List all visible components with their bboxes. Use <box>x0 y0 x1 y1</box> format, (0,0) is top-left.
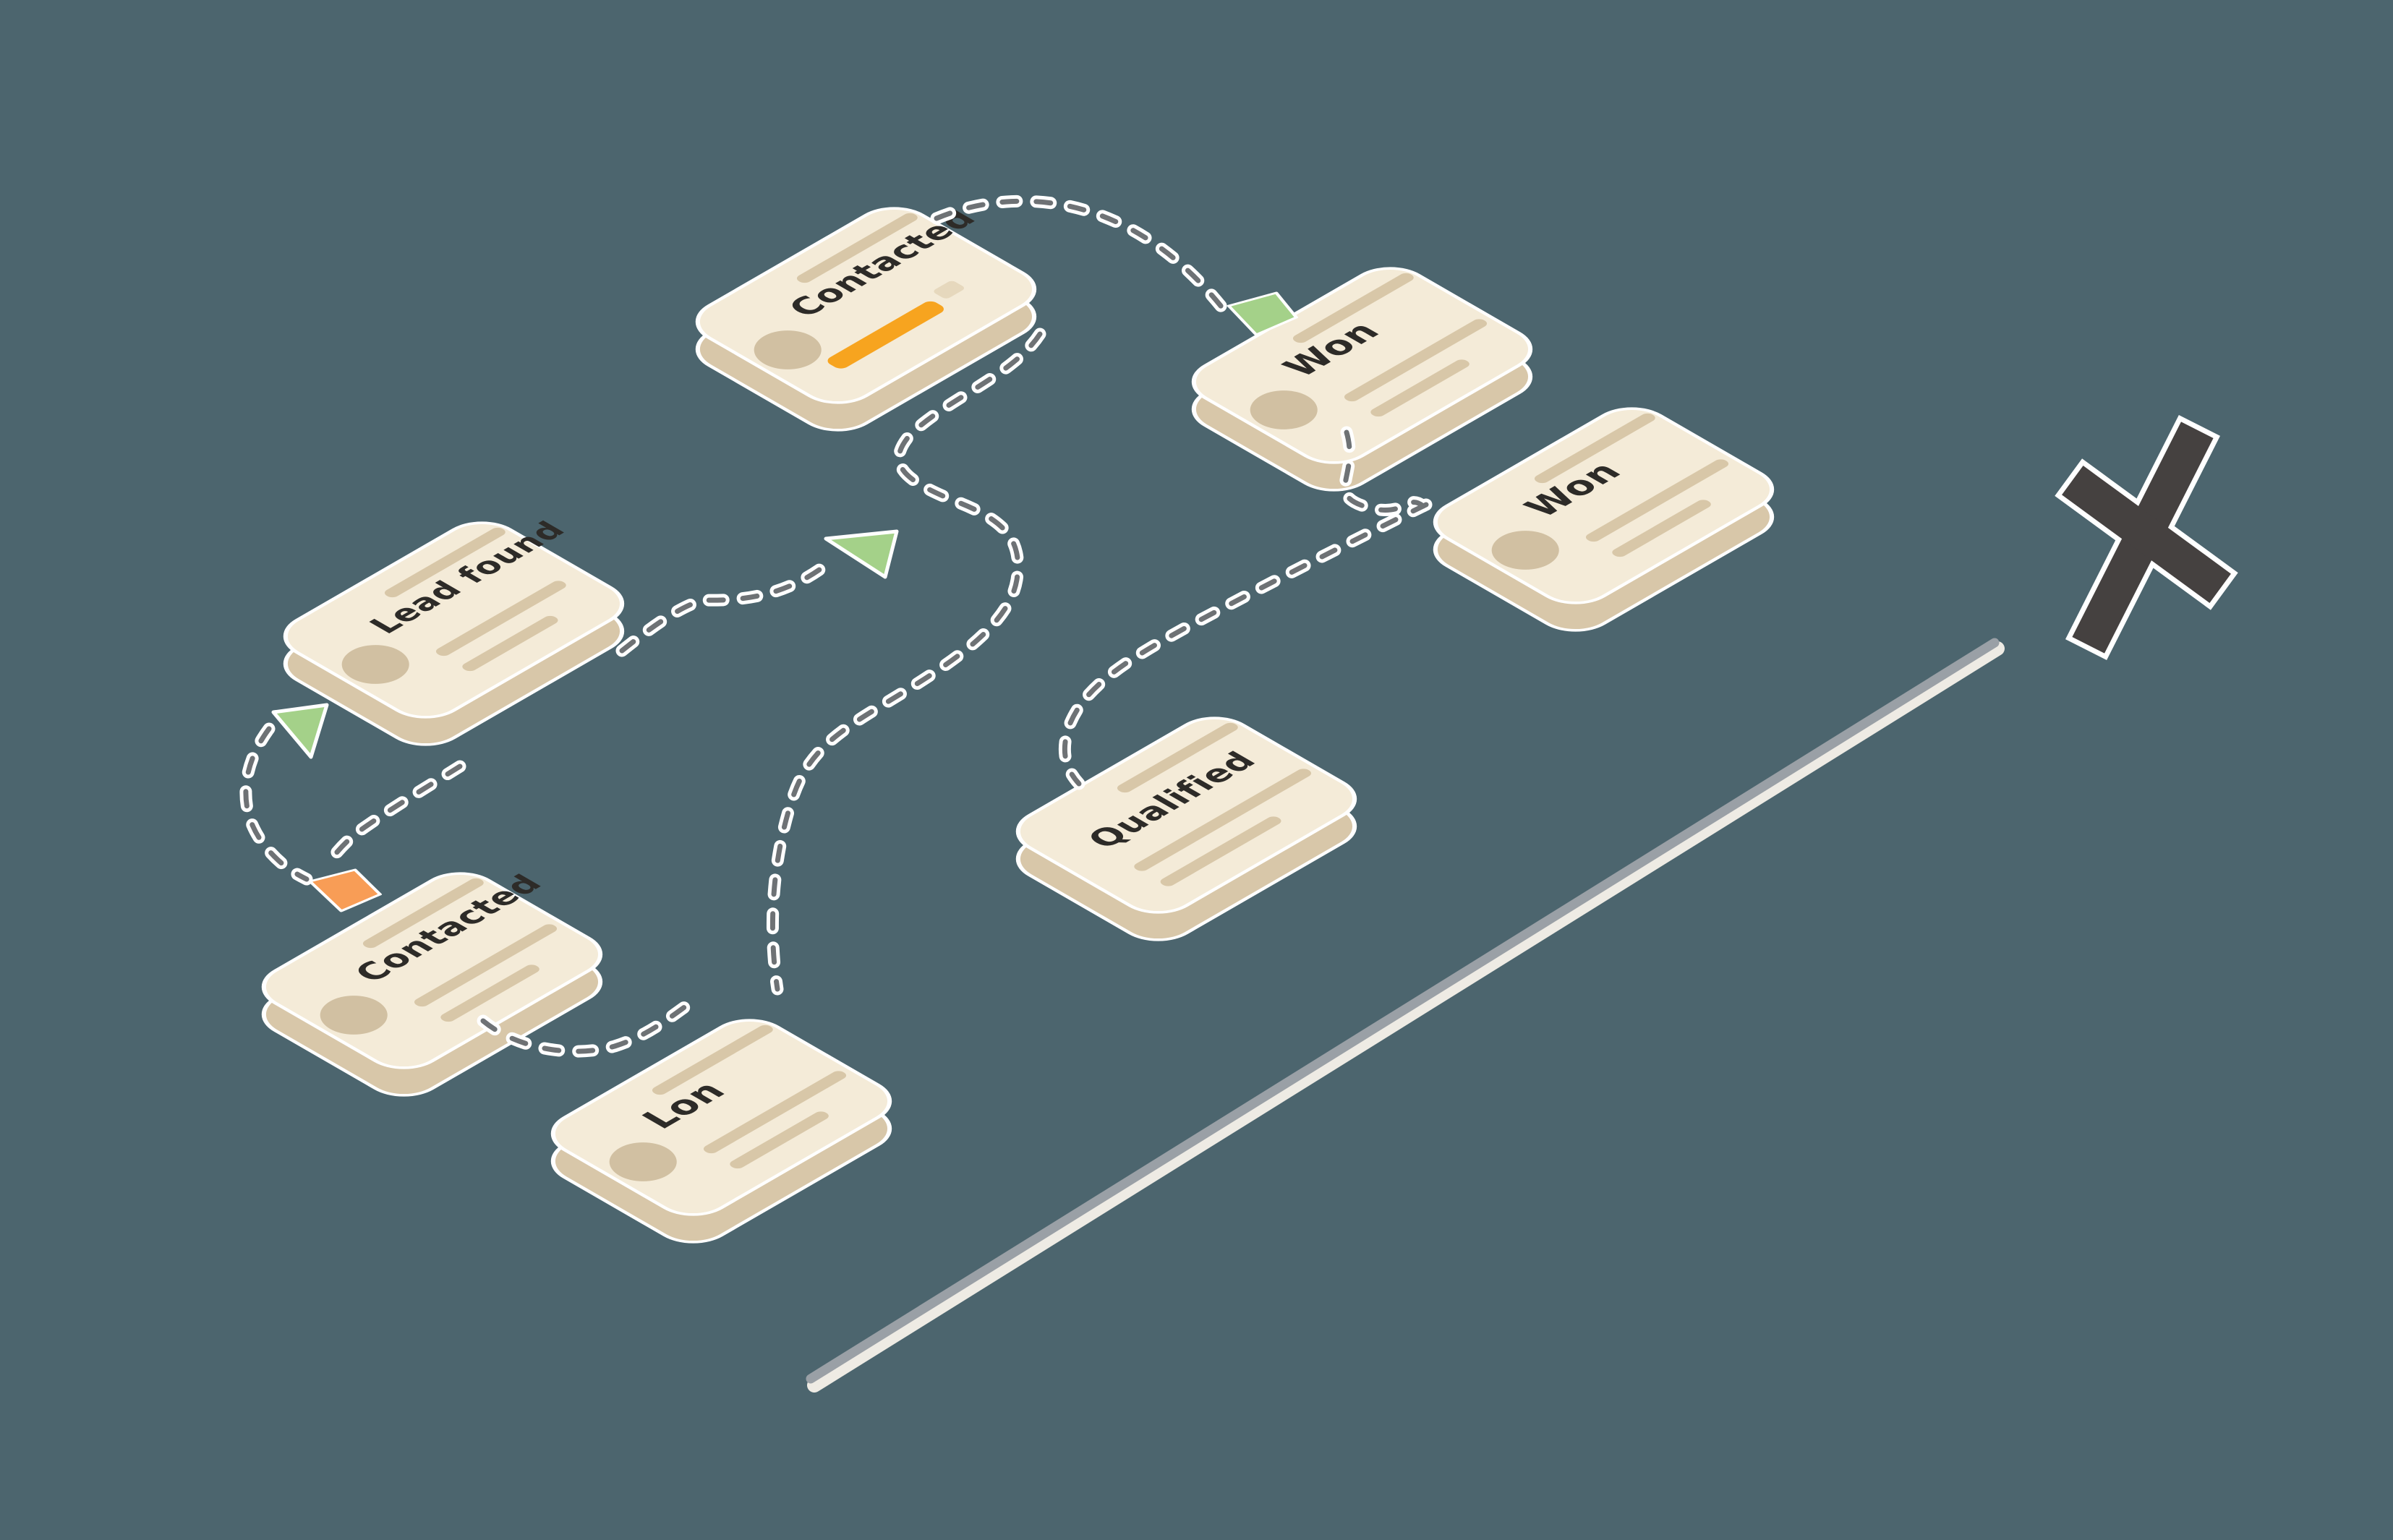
card-won-upper: Won <box>1191 267 1533 492</box>
card-line <box>1370 359 1470 417</box>
card-lost: Lon <box>550 1019 892 1244</box>
card-line <box>1117 722 1238 793</box>
flow-path-leadfound-to-contacted <box>243 726 310 882</box>
progress-bar-stub <box>934 281 964 299</box>
card-line <box>462 615 558 672</box>
card-line <box>1292 273 1414 343</box>
green-flag-icon <box>1227 291 1298 336</box>
timeline-axis-core <box>806 638 2000 1384</box>
flow-arrow-icon <box>824 529 899 579</box>
card-lead-found: Lead found <box>283 516 625 746</box>
orange-flag-icon <box>308 868 383 912</box>
card-contacted-top: Contacted <box>695 204 1037 432</box>
avatar-circle-icon <box>341 645 409 684</box>
card-line <box>1134 769 1312 871</box>
card-line <box>1344 319 1488 402</box>
flow-arrow-icon <box>271 703 329 759</box>
flow-path-contacted-to-won <box>934 198 1227 312</box>
flow-path-contacted-to-lost <box>480 996 699 1054</box>
timeline-axis-line <box>806 638 2005 1393</box>
avatar-circle-icon <box>320 996 388 1035</box>
card-line <box>1585 459 1729 542</box>
progress-bar <box>827 301 944 369</box>
flow-path-won-to-qualified <box>1062 502 1429 787</box>
card-line <box>703 1071 847 1154</box>
card-line <box>414 924 558 1007</box>
card-contacted-lower: Contacted <box>261 868 603 1097</box>
card-line <box>730 1111 829 1169</box>
card-line <box>1612 500 1711 557</box>
card-line <box>1534 413 1655 484</box>
flow-path-won-to-won <box>1342 429 1426 513</box>
card-line <box>796 213 918 283</box>
x-mark-icon <box>2055 415 2238 660</box>
card-line <box>440 964 539 1022</box>
flow-paths <box>239 194 1433 1058</box>
avatar-circle-icon <box>1250 390 1318 429</box>
avatar-circle-icon <box>609 1142 677 1181</box>
card-line <box>1160 816 1281 886</box>
card-line <box>384 527 506 598</box>
flow-path-s-curve-casing <box>766 328 1046 996</box>
card-top-face <box>1015 716 1357 914</box>
card-line <box>435 581 566 656</box>
flow-path-leadfound-bottom <box>324 763 463 868</box>
flow-path-leadfound-merge <box>619 563 827 654</box>
card-line <box>652 1024 773 1095</box>
card-won-lower: Won <box>1433 407 1775 632</box>
card-line <box>362 878 484 949</box>
card-qualified: Qualified <box>1015 716 1357 941</box>
avatar-circle-icon <box>754 330 822 369</box>
timeline-axis-highlight <box>807 641 2005 1393</box>
avatar-circle-icon <box>1491 531 1559 570</box>
